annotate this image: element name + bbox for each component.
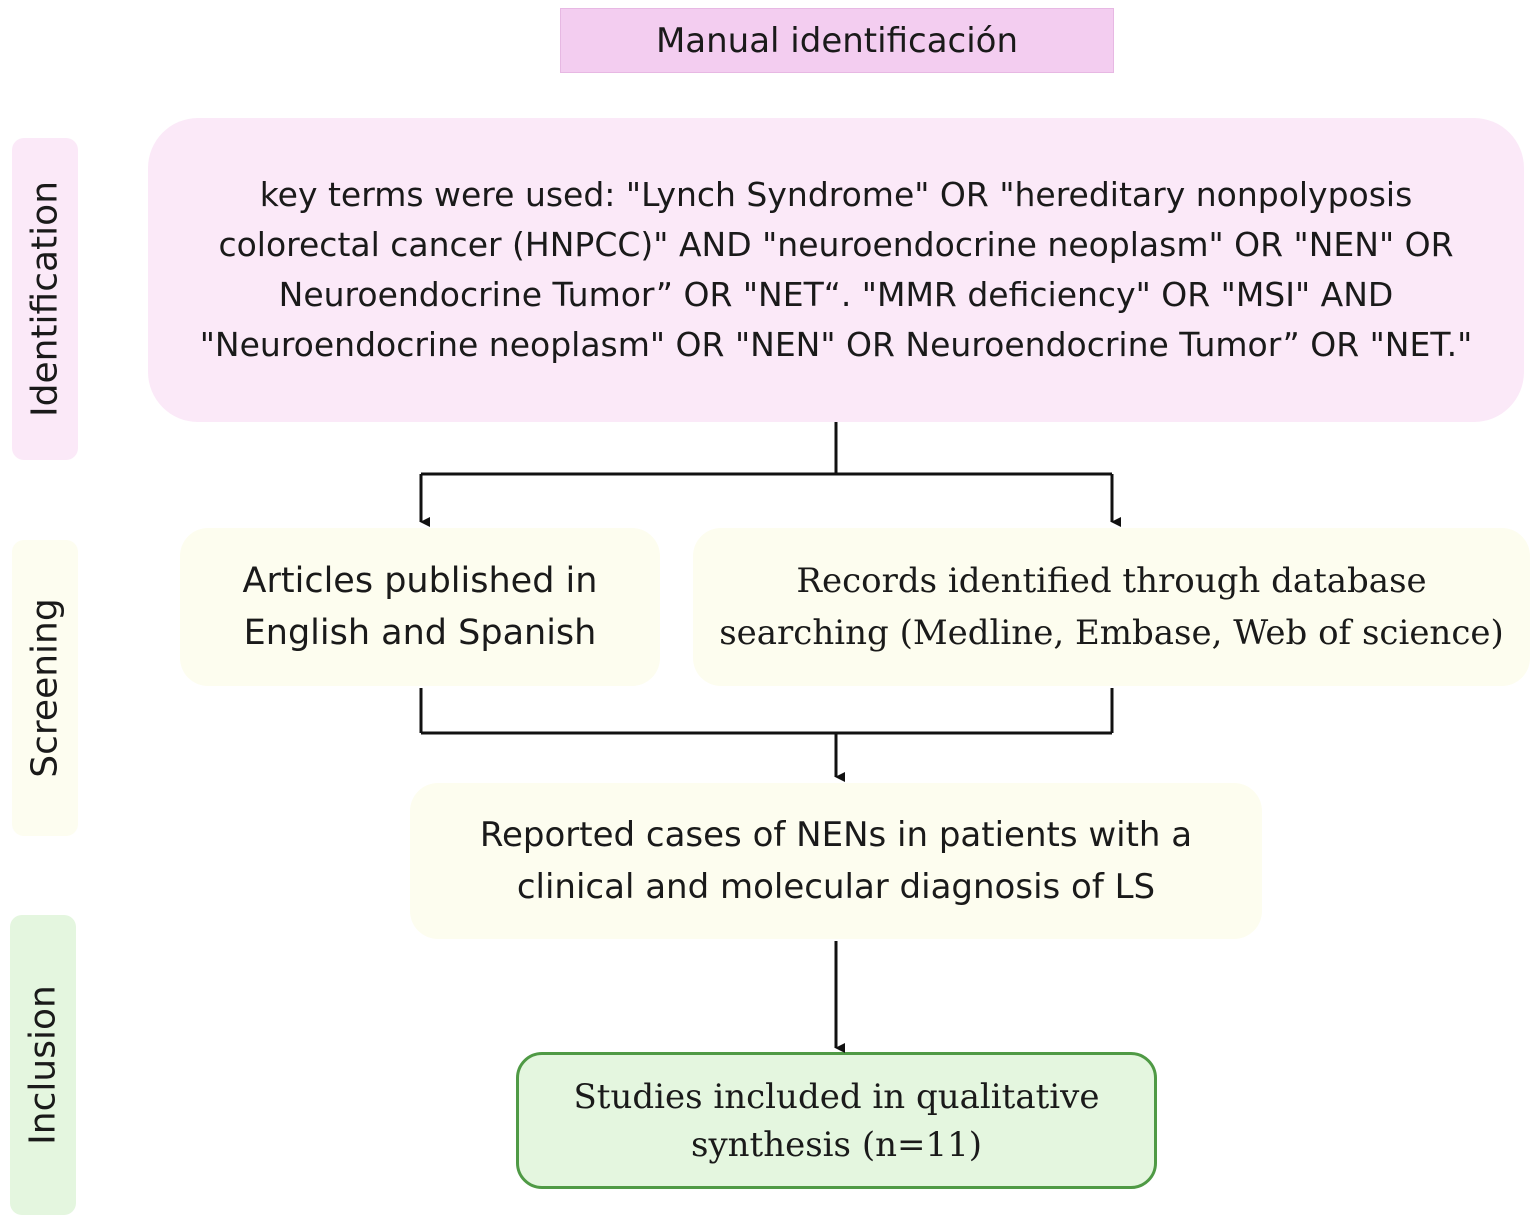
keyterms-text: key terms were used: "Lynch Syndrome" OR… — [199, 175, 1473, 364]
reported-cases-node: Reported cases of NENs in patients with … — [410, 783, 1262, 939]
stage-screening: Screening — [12, 540, 78, 836]
records-text: Records identified through database sear… — [719, 561, 1504, 653]
articles-node: Articles published in English and Spanis… — [180, 528, 660, 686]
header-title: Manual identificación — [655, 20, 1019, 61]
manual-identification-header: Manual identificación — [560, 8, 1114, 73]
records-node: Records identified through database sear… — [693, 528, 1530, 686]
studies-included-node: Studies included in qualitative synthesi… — [516, 1052, 1157, 1189]
stage-identification: Identification — [12, 138, 78, 460]
stage-inclusion: Inclusion — [10, 915, 76, 1215]
keyterms-node: key terms were used: "Lynch Syndrome" OR… — [148, 118, 1524, 422]
studies-text: Studies included in qualitative synthesi… — [573, 1076, 1100, 1165]
articles-text: Articles published in English and Spanis… — [242, 561, 598, 653]
reported-text: Reported cases of NENs in patients with … — [479, 815, 1193, 907]
